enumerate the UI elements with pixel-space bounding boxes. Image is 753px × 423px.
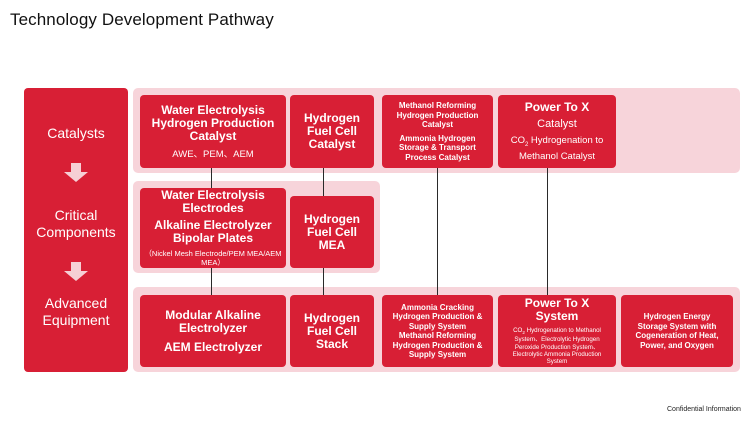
- connector-line: [211, 268, 212, 295]
- card-detail: （Nickel Mesh Electrode/PEM MEA/AEM MEA）: [144, 249, 282, 267]
- card-title: Power To X System: [524, 295, 590, 323]
- card-title: Modular Alkaline Electrolyzer: [165, 307, 261, 335]
- card-title: Power To X: [524, 100, 590, 115]
- electrodes-card: Water Electrolysis Electrodes Alkaline E…: [140, 188, 286, 268]
- connector-line: [323, 168, 324, 196]
- connector-line: [437, 168, 438, 295]
- card-subtitle: Alkaline Electrolyzer Bipolar Plates: [154, 218, 272, 245]
- card-subtitle: Catalyst: [537, 118, 577, 131]
- connector-line: [211, 168, 212, 188]
- card-title: Hydrogen Fuel Cell Stack: [303, 310, 360, 351]
- card-title: Hydrogen Fuel Cell Catalyst: [303, 111, 360, 151]
- stage-advanced-equipment: Advanced Equipment: [42, 295, 110, 328]
- stage-catalysts: Catalysts: [47, 125, 105, 141]
- card-detail: CO2 Hydrogenation to Methanol System、Ele…: [512, 326, 602, 365]
- stage-critical-components: Critical Components: [36, 207, 116, 240]
- card-title: Water Electrolysis Electrodes: [161, 188, 265, 215]
- card-title: Hydrogen Energy Storage System with Coge…: [635, 312, 719, 350]
- power-to-x-system-card: Power To X System CO2 Hydrogenation to M…: [498, 295, 616, 367]
- card-line-2: Methanol Reforming Hydrogen Production &…: [392, 331, 483, 359]
- card-line-1: Methanol Reforming Hydrogen Production C…: [396, 101, 479, 129]
- connector-line: [323, 268, 324, 295]
- power-to-x-catalyst-card: Power To X Catalyst CO2 Hydrogenation to…: [498, 95, 616, 168]
- card-line-2: Ammonia Hydrogen Storage & Transport Pro…: [399, 133, 476, 162]
- electrolyzer-card: Modular Alkaline Electrolyzer AEM Electr…: [140, 295, 286, 367]
- card-title: Water Electrolysis Hydrogen Production C…: [151, 102, 275, 143]
- stage-sidebar: Catalysts Critical Components Advanced E…: [24, 88, 128, 372]
- card-title: Hydrogen Fuel Cell MEA: [303, 211, 360, 252]
- connector-line: [547, 168, 548, 295]
- fuel-cell-stack-card: Hydrogen Fuel Cell Stack: [290, 295, 374, 367]
- fuel-cell-catalyst-card: Hydrogen Fuel Cell Catalyst: [290, 95, 374, 168]
- ammonia-methanol-systems-card: Ammonia Cracking Hydrogen Production & S…: [382, 295, 493, 367]
- water-electrolysis-catalyst-card: Water Electrolysis Hydrogen Production C…: [140, 95, 286, 168]
- methanol-ammonia-catalyst-card: Methanol Reforming Hydrogen Production C…: [382, 95, 493, 168]
- page-title: Technology Development Pathway: [10, 10, 274, 29]
- card-subtitle: AEM Electrolyzer: [163, 339, 263, 354]
- card-subtitle: AWE、PEM、AEM: [172, 148, 254, 160]
- fuel-cell-mea-card: Hydrogen Fuel Cell MEA: [290, 196, 374, 268]
- card-detail: CO2 Hydrogenation to Methanol Catalyst: [510, 134, 604, 162]
- confidential-footer: Confidential Information: [667, 406, 741, 413]
- energy-storage-card: Hydrogen Energy Storage System with Coge…: [621, 295, 733, 367]
- card-line-1: Ammonia Cracking Hydrogen Production & S…: [392, 302, 483, 331]
